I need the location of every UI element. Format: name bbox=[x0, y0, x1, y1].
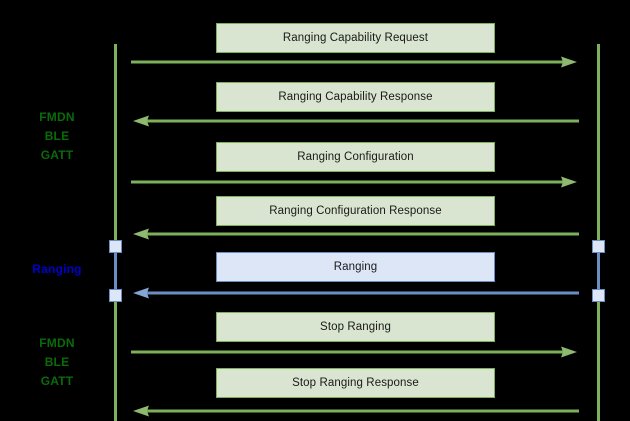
message-box-6: Stop Ranging Response bbox=[216, 368, 495, 398]
lifeline-right bbox=[597, 44, 600, 421]
activation-line-left bbox=[114, 246, 117, 302]
activation-box-left-top bbox=[109, 240, 122, 253]
message-arrow-0 bbox=[131, 56, 577, 68]
message-box-5: Stop Ranging bbox=[216, 312, 495, 342]
message-box-4: Ranging bbox=[216, 252, 495, 282]
message-label-0: Ranging Capability Request bbox=[282, 32, 429, 44]
message-label-4: Ranging bbox=[333, 261, 378, 273]
phase-label-setup: FMDN BLE GATT bbox=[39, 110, 75, 162]
activation-box-left-bottom bbox=[109, 289, 122, 302]
message-arrow-2 bbox=[131, 176, 577, 188]
message-box-3: Ranging Configuration Response bbox=[216, 196, 495, 226]
message-box-2: Ranging Configuration bbox=[216, 142, 495, 172]
phase-label-teardown: FMDN BLE GATT bbox=[39, 336, 75, 388]
message-box-1: Ranging Capability Response bbox=[216, 82, 495, 112]
message-arrow-6 bbox=[133, 405, 579, 417]
message-label-3: Ranging Configuration Response bbox=[269, 205, 442, 217]
message-arrow-3 bbox=[133, 228, 579, 240]
message-arrow-1 bbox=[133, 115, 579, 127]
lifeline-left bbox=[114, 44, 117, 421]
phase-label-ranging: Ranging bbox=[32, 262, 82, 276]
message-label-6: Stop Ranging Response bbox=[292, 377, 419, 389]
activation-box-right-top bbox=[592, 240, 605, 253]
message-arrow-5 bbox=[131, 346, 577, 358]
activation-line-right bbox=[597, 246, 600, 302]
message-label-1: Ranging Capability Response bbox=[278, 91, 433, 103]
message-label-2: Ranging Configuration bbox=[297, 151, 414, 163]
activation-box-right-bottom bbox=[592, 289, 605, 302]
message-arrow-4 bbox=[133, 287, 579, 299]
message-label-5: Stop Ranging bbox=[320, 321, 391, 333]
message-box-0: Ranging Capability Request bbox=[216, 23, 495, 53]
